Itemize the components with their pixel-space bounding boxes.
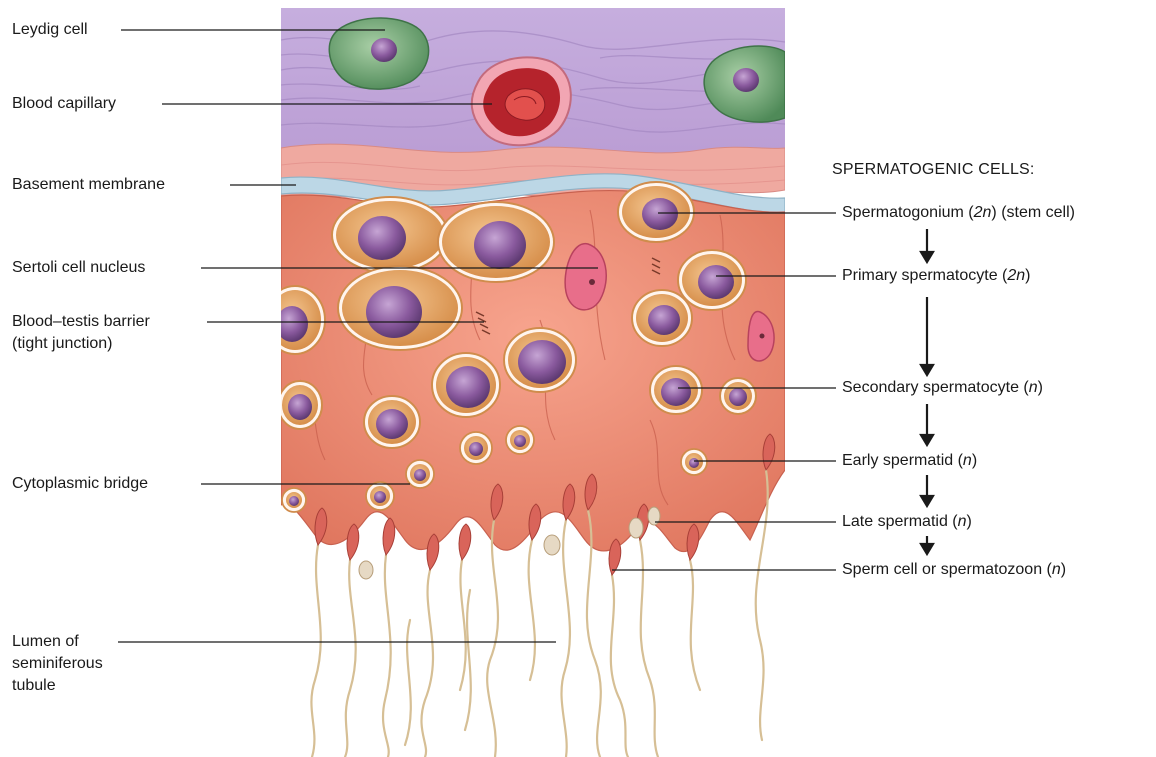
spermatogenic-cells-heading: SPERMATOGENIC CELLS: [832, 160, 1035, 180]
early-spermatid-1 [460, 432, 492, 464]
label-secondary-spermatocyte: Secondary spermatocyte (n) [842, 378, 1043, 398]
secondary-spermatocyte-1 [432, 353, 500, 417]
early-spermatid-6 [282, 488, 306, 512]
primary-spermatocyte-5 [632, 290, 692, 346]
early-spermatid-2 [506, 426, 534, 454]
secondary-spermatocyte-5 [278, 381, 322, 429]
label-lumen-3: tubule [12, 676, 56, 696]
label-cytoplasmic-bridge: Cytoplasmic bridge [12, 474, 148, 494]
label-lumen-1: Lumen of [12, 632, 79, 652]
label-blood-testis-barrier: Blood–testis barrier [12, 312, 150, 332]
arrow-down-icon [921, 404, 933, 445]
early-spermatid-5 [681, 449, 707, 475]
primary-spermatocyte-4 [678, 250, 746, 310]
primary-spermatocyte-2 [438, 202, 554, 282]
arrow-down-icon [921, 536, 933, 554]
secondary-spermatocyte-3 [650, 366, 702, 414]
label-lumen-2: seminiferous [12, 654, 103, 674]
secondary-spermatocyte-2 [504, 328, 576, 392]
label-sertoli-nucleus: Sertoli cell nucleus [12, 258, 145, 278]
primary-spermatocyte-3 [338, 266, 462, 350]
early-spermatid-4 [366, 482, 394, 510]
arrow-down-icon [921, 229, 933, 262]
blood-capillary [472, 57, 571, 145]
leydig-cell [329, 18, 428, 89]
secondary-spermatocyte-6 [720, 378, 756, 414]
arrow-down-icon [921, 475, 933, 506]
spermatogonium-cell [618, 182, 694, 242]
label-sperm-cell: Sperm cell or spermatozoon (n) [842, 560, 1066, 580]
early-spermatid-3 [406, 460, 434, 488]
arrow-down-icon [921, 297, 933, 375]
primary-spermatocyte-6 [265, 286, 325, 354]
label-blood-capillary: Blood capillary [12, 94, 116, 114]
sertoli-nucleus [565, 244, 606, 310]
secondary-spermatocyte-4 [364, 396, 420, 448]
label-basement-membrane: Basement membrane [12, 175, 165, 195]
label-leydig-cell: Leydig cell [12, 20, 88, 40]
label-early-spermatid: Early spermatid (n) [842, 451, 977, 471]
label-late-spermatid: Late spermatid (n) [842, 512, 972, 532]
primary-spermatocyte-1 [332, 197, 448, 273]
label-spermatogonium: Spermatogonium (2n) (stem cell) [842, 203, 1075, 223]
label-primary-spermatocyte: Primary spermatocyte (2n) [842, 266, 1031, 286]
label-tight-junction: (tight junction) [12, 334, 113, 354]
